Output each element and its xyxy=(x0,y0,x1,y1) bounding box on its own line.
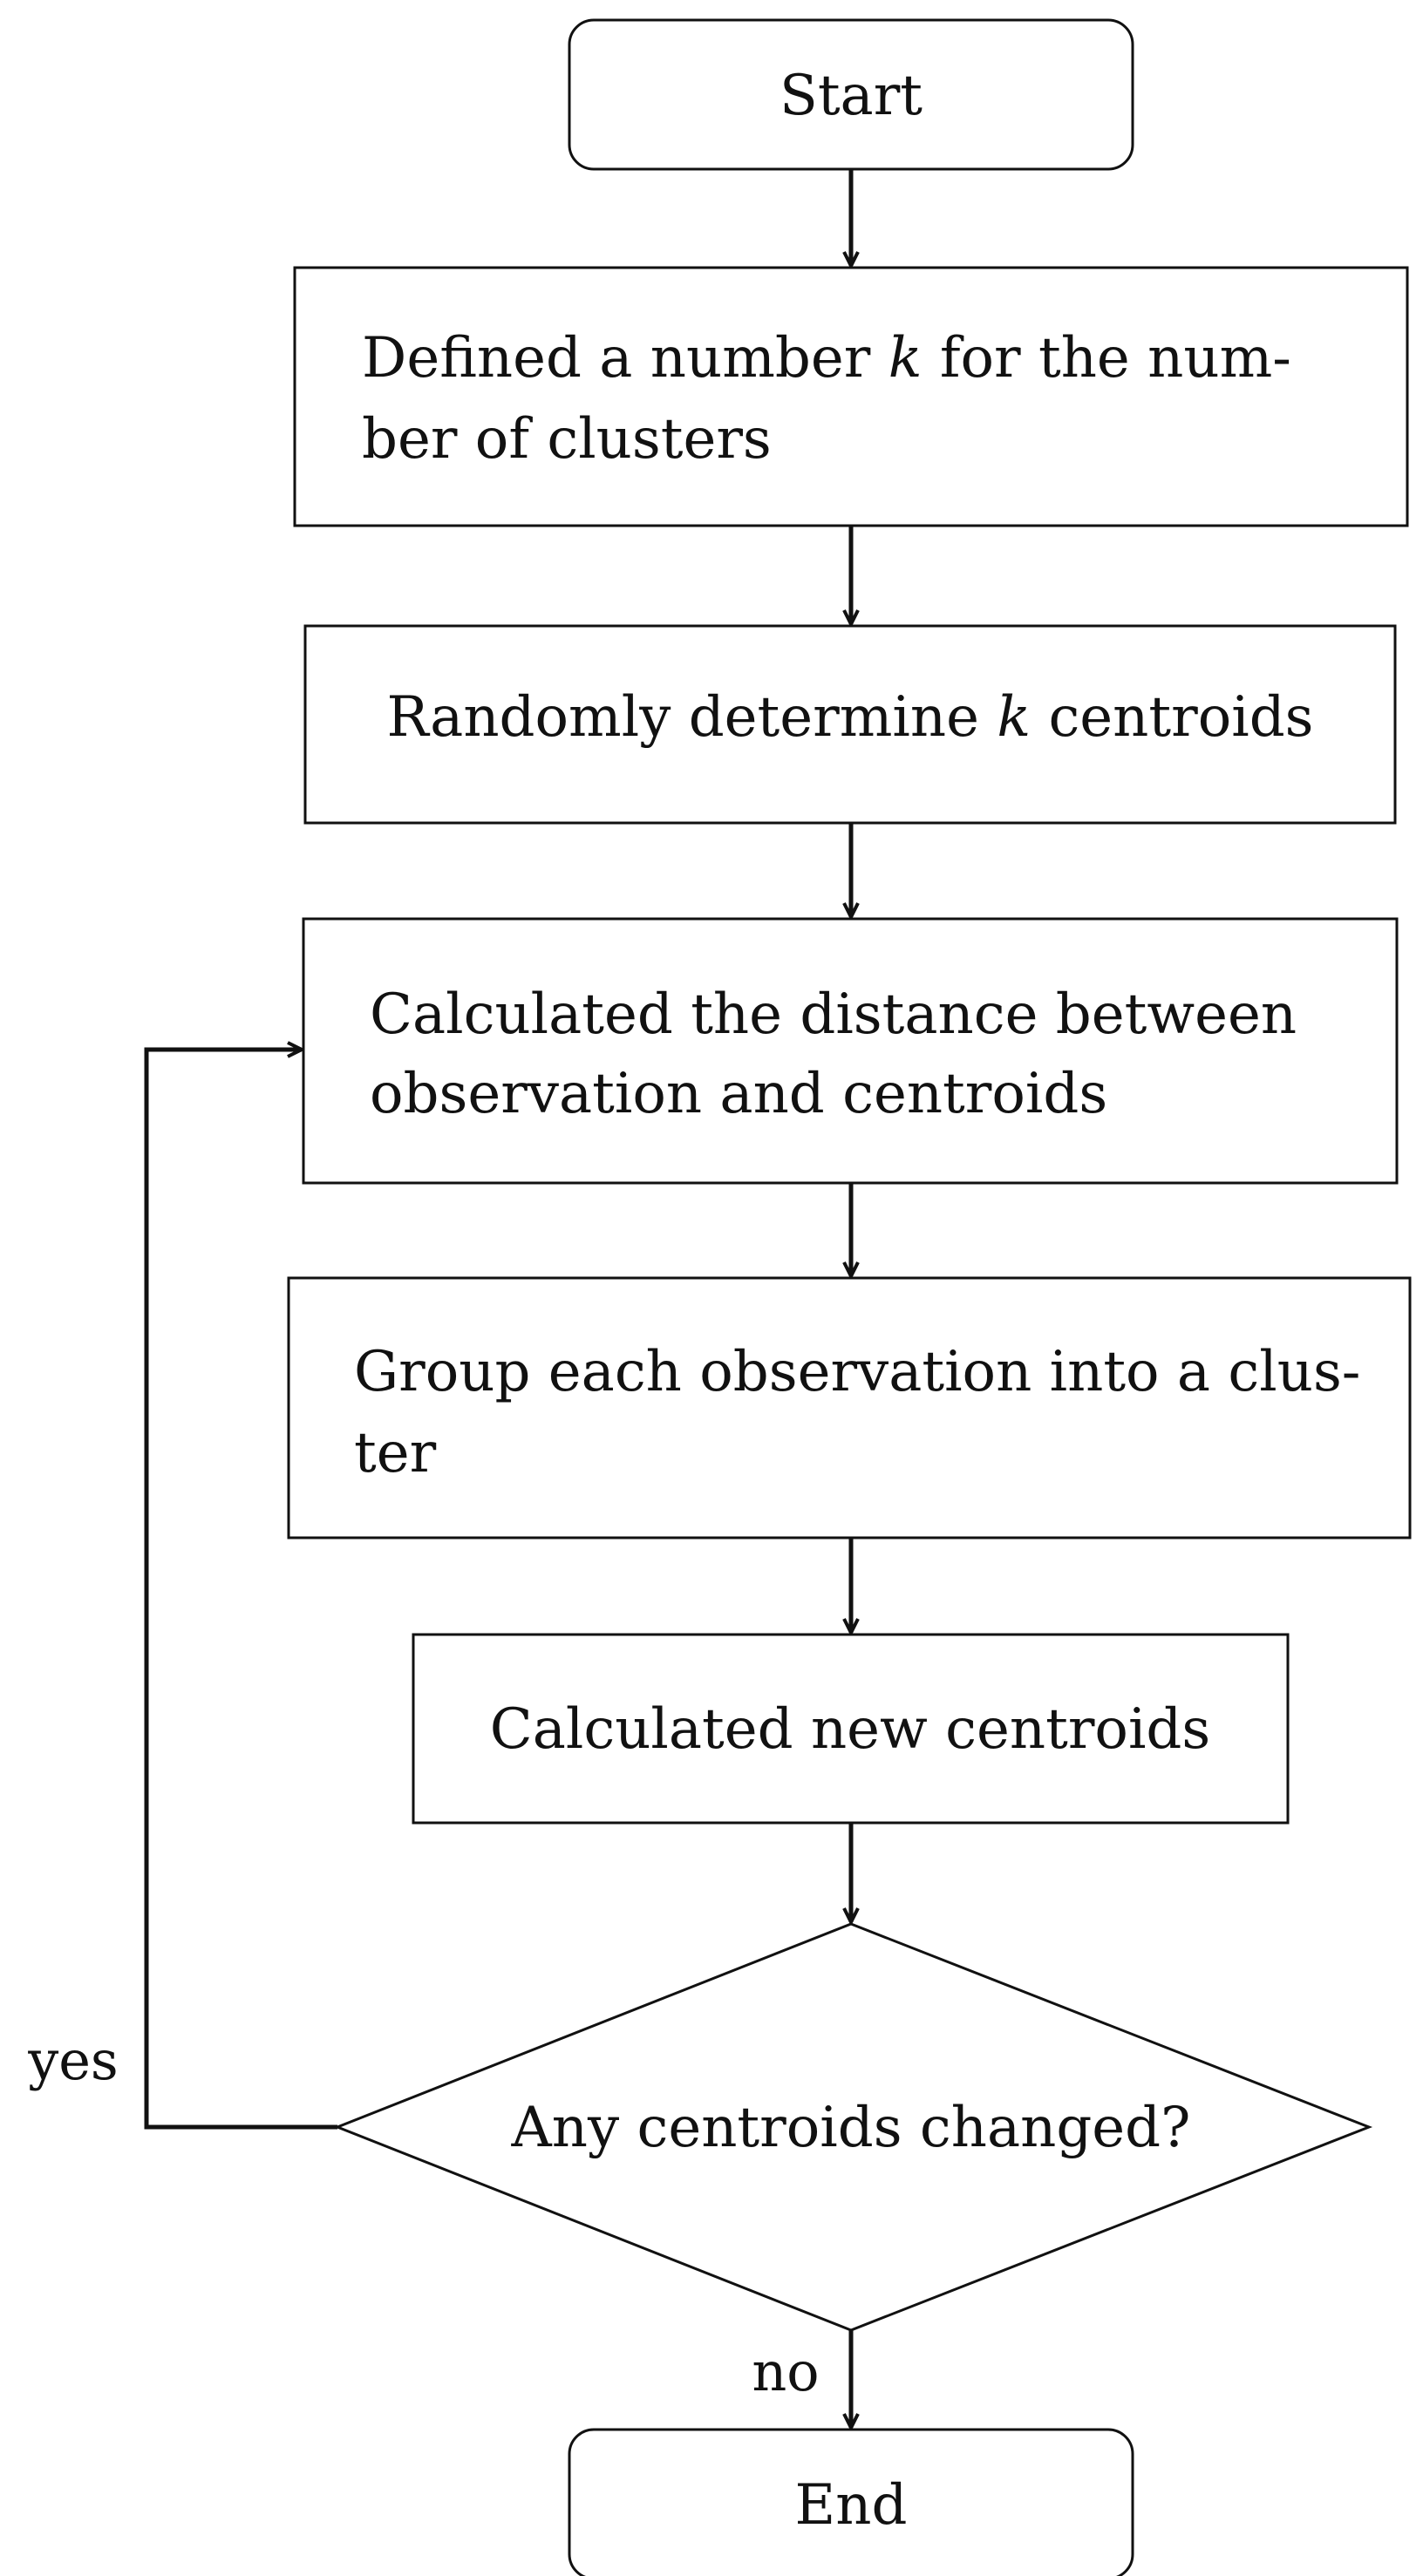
random-centroids-node-shape xyxy=(303,624,1397,825)
define-k-variable: k xyxy=(889,326,923,391)
define-k-node-shape xyxy=(293,266,1409,527)
define-k-line1: Defined a number k for the num- xyxy=(362,326,1291,391)
decision-label: Any centroids changed? xyxy=(511,2096,1191,2160)
calc-distance-line1: Calculated the distance between xyxy=(370,982,1297,1047)
no-label: no xyxy=(752,2340,819,2403)
new-centroids-label: Calculated new centroids xyxy=(490,1697,1210,1762)
end-node: End xyxy=(568,2428,1134,2576)
random-centroids-after: centroids xyxy=(1031,685,1313,750)
define-k-node: Defined a number k for the num- ber of c… xyxy=(293,266,1409,527)
end-node-shape xyxy=(568,2428,1134,2576)
new-centroids-node-shape xyxy=(412,1633,1290,1825)
calc-distance-node: Calculated the distance between observat… xyxy=(302,917,1399,1185)
calc-distance-line2: observation and centroids xyxy=(370,1062,1107,1126)
calc-distance-node-shape xyxy=(302,917,1399,1185)
start-node: Start xyxy=(568,18,1134,171)
end-label: End xyxy=(795,2473,908,2538)
random-centroids-variable: k xyxy=(997,685,1031,750)
decision-node: Any centroids changed? xyxy=(333,1922,1373,2332)
define-k-line1-before: Defined a number xyxy=(362,326,889,391)
define-k-line1-after: for the num- xyxy=(922,326,1290,391)
group-line2: ter xyxy=(354,1421,437,1485)
arrow-yes-loop xyxy=(144,1050,337,2130)
start-label: Start xyxy=(780,64,923,128)
group-node-shape xyxy=(287,1276,1412,1539)
group-node: Group each observation into a clus- ter xyxy=(287,1276,1412,1539)
random-centroids-before: Randomly determine xyxy=(387,685,997,750)
random-centroids-node: Randomly determine k centroids xyxy=(303,624,1397,825)
yes-label: yes xyxy=(27,2029,119,2092)
new-centroids-node: Calculated new centroids xyxy=(412,1633,1290,1825)
random-centroids-label: Randomly determine k centroids xyxy=(387,685,1314,750)
define-k-line2: ber of clusters xyxy=(362,407,772,472)
group-line1: Group each observation into a clus- xyxy=(354,1340,1360,1404)
